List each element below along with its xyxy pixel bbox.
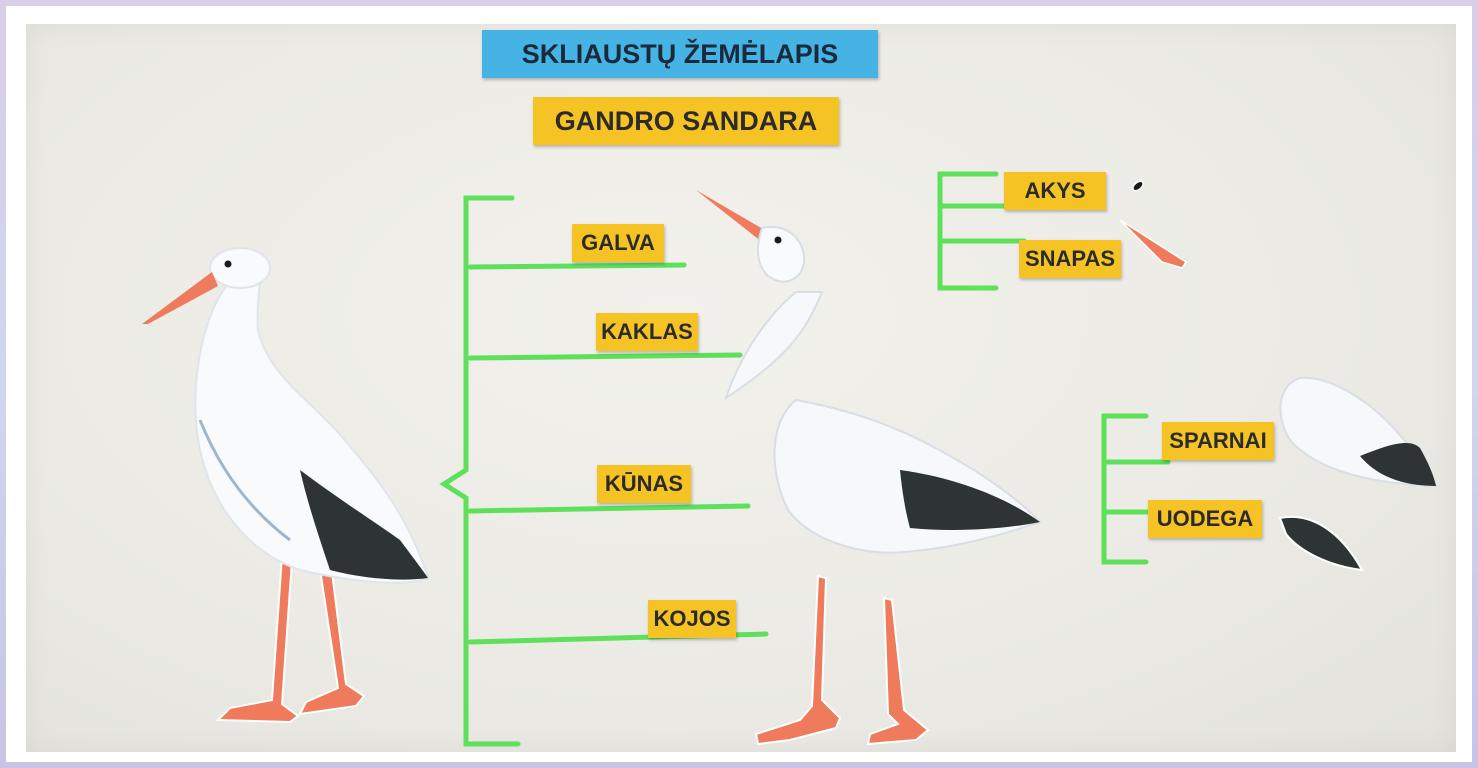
full-stork-picture bbox=[142, 248, 428, 722]
label-kunas: KŪNAS bbox=[597, 465, 691, 503]
label-snapas: SNAPAS bbox=[1019, 240, 1121, 278]
body-bracket bbox=[1104, 416, 1168, 562]
label-galva: GALVA bbox=[572, 224, 664, 262]
label-uodega: UODEGA bbox=[1148, 500, 1262, 538]
label-kojos: KOJOS bbox=[648, 600, 736, 638]
diagram-subtitle: GANDRO SANDARA bbox=[533, 97, 839, 145]
page-title: SKLIAUSTŲ ŽEMĖLAPIS bbox=[482, 30, 878, 78]
stork-neck-picture bbox=[726, 292, 822, 398]
label-kaklas: KAKLAS bbox=[596, 313, 698, 351]
stork-tail-picture bbox=[1280, 517, 1362, 570]
label-akys: AKYS bbox=[1004, 172, 1106, 210]
stork-wing-picture bbox=[1281, 378, 1436, 486]
stork-beak-picture bbox=[1120, 220, 1186, 268]
label-sparnai: SPARNAI bbox=[1162, 422, 1274, 460]
stork-legs-picture bbox=[756, 576, 928, 744]
stork-head-picture bbox=[696, 190, 804, 282]
stork-eye-picture bbox=[1131, 179, 1145, 192]
stork-body-picture bbox=[775, 400, 1040, 553]
